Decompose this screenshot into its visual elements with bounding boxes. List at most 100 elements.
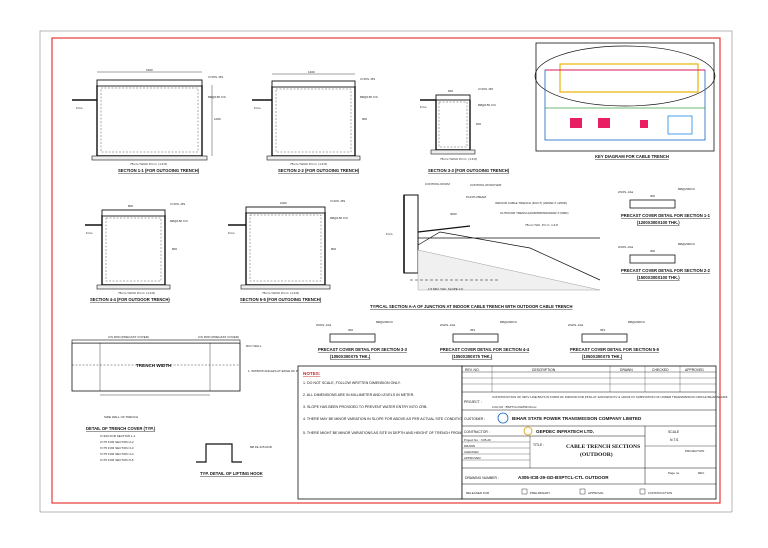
section-2-2-depth: 900 — [362, 117, 367, 121]
cover-2-2-title: PRECAST COVER DETAIL FOR SECTION 2-2 — [621, 268, 711, 273]
construction-checkbox[interactable] — [639, 488, 646, 495]
lifting-hook: 8Ø FE 415 ROD TYP. DETAIL OF LIFTING HOO… — [196, 443, 273, 476]
section-4-4-title: SECTION 4-4 (FOR OUTDOOR TRENCH) — [90, 297, 170, 302]
cover-4-4-dim: 353 — [470, 328, 475, 332]
junction-pcc: 75mm THK. P.C.C. 1:4:8 — [525, 223, 558, 227]
checked-row: CHECKED — [464, 450, 480, 454]
lifting-hook-label: 8Ø FE 415 ROD — [250, 445, 273, 449]
cover-4-4-side: 8Ø@200C/C — [500, 320, 518, 324]
cover-2-2-side: 8Ø@200C/C — [678, 242, 696, 246]
cover-2-2: 2NOS.-10ø 8Ø@200C/C 300 PRECAST COVER DE… — [618, 242, 711, 280]
cover-4-4-top: 2NOS.-10ø — [440, 323, 455, 327]
section-2-2-pcc: 75mm THICK P.C.C. (1:4:8) — [290, 162, 327, 166]
key-plan: KEY DIAGRAM FOR CABLE TRENCH — [534, 42, 716, 159]
section-4-4: 800 800 3 NOS. MS 8Ø@150 C/C F.G.L 75mm … — [85, 202, 189, 302]
bsptcl-logo-icon — [497, 412, 509, 424]
section-5-5-depth: 800 — [331, 247, 336, 251]
notes-box: NOTES: 1. DO NOT SCALE, FOLLOW WRITTEN D… — [297, 365, 559, 500]
junction-outdoor-trench: OUTDOOR TRENCH(1000/800/600/400W X 600D) — [500, 211, 568, 215]
section-4-4-rebar: 8Ø@150 C/C — [170, 219, 189, 223]
section-1-1-depth: 1000 — [214, 117, 221, 121]
section-1-1-title: SECTION 1-1 (FOR OUTGOING TRENCH) — [118, 168, 200, 173]
cover-4-4: 2NOS.-10ø 8Ø@200C/C 353 PRECAST COVER DE… — [440, 320, 530, 359]
note-5: 5. THERE MIGHT BE MINOR VARIATIONS AS SI… — [303, 431, 559, 435]
section-5-5-pcc: 75mm THICK P.C.C. (1:4:8) — [262, 291, 299, 295]
drawing-number-label: DRAWING NUMBER : — [465, 476, 499, 480]
trench-cover-rod-right: C/S ROD (PRECAST COVER) — [198, 335, 239, 339]
approved-row: APPROVED — [464, 456, 482, 460]
junction-section: CONTROL ROOM CONTROL ROOM W/R PLINTH BEA… — [370, 182, 601, 309]
project-text: CONSTRUCTION OF 33KV LINE BAYS IN FORM O… — [492, 395, 728, 399]
trench-cover-row-4: X=75 FOR SECTION 4-4 — [100, 452, 134, 456]
cover-5-5-dim: 353 — [600, 328, 605, 332]
note-3: 3. SLOPE HAS BEEN PROVIDED TO PREVENT WA… — [303, 405, 427, 409]
cover-3-3-side: 8Ø@200C/C — [376, 320, 394, 324]
cover-3-3-title: PRECAST COVER DETAIL FOR SECTION 3-3 — [318, 347, 408, 352]
approved-header: APPROVED — [685, 368, 704, 372]
section-3-3-gl: F.G.L — [420, 105, 428, 109]
junction-fgl: F.G.L — [386, 232, 394, 236]
approval-label: APPROVAL — [588, 491, 604, 495]
section-5-5-cover-note: 3 NOS. MS — [330, 199, 345, 203]
customer-name: BIHAR STATE POWER TRANSMISSION COMPANY L… — [512, 416, 642, 421]
note-1: 1. DO NOT SCALE, FOLLOW WRITTEN DIMENSIO… — [303, 381, 401, 385]
contractor-name: GEPDEC INFRATECH LTD. — [536, 429, 594, 434]
approval-checkbox[interactable] — [579, 488, 586, 495]
junction-title: TYPICAL SECTION A-A OF JUNCTION AT INDOO… — [370, 304, 572, 309]
trench-cover-angle-note: 1. 50X50X5 ANGLES AT EDGE OF PRECAST COV… — [248, 369, 322, 373]
cover-3-3-dim: 300 — [348, 328, 353, 332]
rev-label: REV. — [698, 471, 705, 475]
junction-dim: 3000 — [450, 212, 457, 216]
cover-5-5: 2NOS.-10ø 8Ø@200C/C 353 PRECAST COVER DE… — [568, 320, 660, 359]
section-3-3-cover-note: 3 NOS. MS — [478, 87, 493, 91]
section-5-5: 1000 800 3 NOS. MS 8Ø@150 C/C F.G.L 75mm… — [228, 199, 349, 302]
section-4-4-pcc: 75mm THICK P.C.C. (1:4:8) — [118, 291, 155, 295]
section-2-2-rebar: 8Ø@150 C/C — [360, 95, 379, 99]
preliminary-checkbox[interactable] — [521, 488, 528, 495]
section-4-4-cover-note: 3 NOS. MS — [170, 202, 185, 206]
section-3-3-width: 600 — [448, 89, 453, 93]
projection-label: PROJECTION — [685, 449, 704, 453]
section-2-2-gl: F.G.L — [254, 106, 262, 110]
trench-cover-rod-left: C/S ROD (PRECAST COVER) — [108, 335, 149, 339]
section-1-1-pcc: 75mm THICK P.C.C. (1:4:8) — [130, 162, 167, 166]
cover-1-1-sub: (1200X300X100 THK.) — [637, 220, 680, 225]
cover-3-3-top: 2NOS.-10ø — [316, 323, 331, 327]
description-header: DESCRIPTION — [532, 368, 556, 372]
preliminary-label: PRELIMINARY — [530, 491, 550, 495]
cover-4-4-sub: (1050X300X75 THK.) — [452, 354, 493, 359]
cover-5-5-side: 8Ø@200C/C — [628, 320, 646, 324]
section-1-1-cover-note: 3 NOS. MS — [208, 75, 223, 79]
project-no: Project No. : ICB-29 — [464, 438, 491, 442]
scale-label: SCALE — [668, 430, 680, 434]
cover-1-1-dim: 300 — [650, 194, 655, 198]
loa-text: LOA NO : BSPTCL/CE/PROJ/xxx — [492, 405, 537, 409]
cover-2-2-top: 2NOS.-10ø — [618, 245, 633, 249]
construction-label: CONSTRUCTION — [648, 491, 672, 495]
page-label: Page no. — [668, 471, 680, 475]
section-1-1-rebar: 8Ø@150 C/C — [208, 95, 227, 99]
notes-heading: NOTES: — [303, 371, 321, 376]
section-3-3-rebar: 8Ø@150 C/C — [478, 103, 497, 107]
contractor-label: CONTRACTOR : — [464, 430, 490, 434]
section-1-1-gl: F.G.L — [76, 106, 84, 110]
cover-1-1-title: PRECAST COVER DETAIL FOR SECTION 1-1 — [621, 213, 711, 218]
section-5-5-gl: F.G.L — [228, 231, 236, 235]
section-5-5-title: SECTION 5-5 (FOR OUTGOING TRENCH) — [240, 297, 322, 302]
title-line-2: (OUTDOOR) — [580, 451, 613, 458]
cover-1-1: 2NOS.-10ø 8Ø@200C/C 300 PRECAST COVER DE… — [618, 187, 711, 225]
section-4-4-width: 800 — [128, 204, 133, 208]
cover-2-2-sub: (1500X300X100 THK.) — [637, 275, 680, 280]
junction-control-room: CONTROL ROOM — [425, 182, 450, 186]
section-2-2-width: 1200 — [308, 70, 315, 74]
section-3-3-pcc: 75mm THICK P.C.C. (1:4:8) — [440, 157, 477, 161]
section-2-2: 1200 900 3 NOS. MS 8Ø@150 C/C F.G.L 75mm… — [252, 70, 379, 173]
trench-cover-row-3: X=75 FOR SECTION 3-3 — [100, 446, 134, 450]
cover-3-3: 2NOS.-10ø 8Ø@200C/C 300 PRECAST COVER DE… — [316, 320, 408, 359]
trench-cover-title: DETAIL OF TRENCH COVER (TYP.) — [86, 426, 156, 431]
trench-cover-row-1: X=100 FOR SECTION 1-1 — [100, 434, 136, 438]
cover-4-4-title: PRECAST COVER DETAIL FOR SECTION 4-4 — [440, 347, 530, 352]
drawn-header: DRAWN — [620, 368, 633, 372]
drawing-number: A305-ICB-29-GD-BSPTCL-CTL OUTDOOR — [518, 475, 609, 480]
